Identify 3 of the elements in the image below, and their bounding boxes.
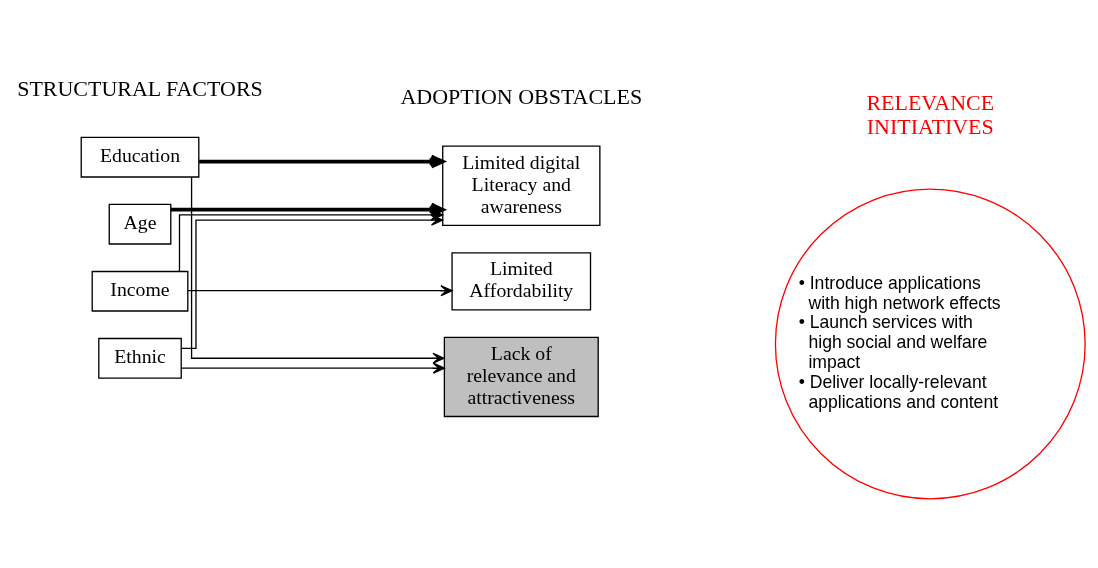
label: RELEVANCE INITIATIVES bbox=[866, 89, 995, 139]
label: STRUCTURAL FACTORS bbox=[17, 75, 263, 101]
label: ADOPTION OBSTACLES bbox=[400, 83, 643, 109]
